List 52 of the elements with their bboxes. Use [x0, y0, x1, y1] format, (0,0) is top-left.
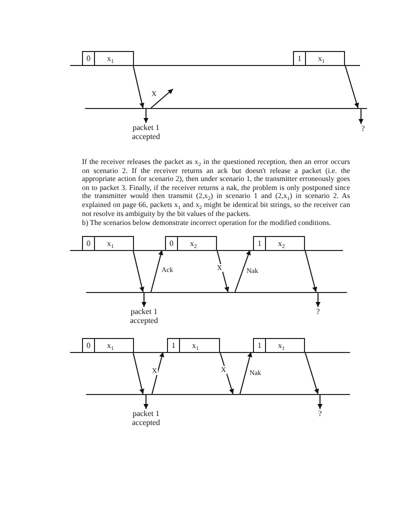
arrow	[304, 352, 319, 394]
arrow	[150, 88, 174, 108]
arrow	[132, 64, 144, 108]
outcome-note: ?	[347, 124, 379, 133]
arrow	[234, 250, 251, 292]
packet-frame	[253, 236, 305, 250]
time-line	[85, 108, 367, 109]
arrow	[358, 108, 364, 124]
arrow	[132, 352, 144, 394]
arrow	[216, 250, 230, 292]
packet-name: x$_{1}$	[317, 53, 326, 65]
packet-frame	[165, 236, 217, 250]
arrow	[132, 250, 144, 292]
sequence-number: 0	[83, 52, 95, 65]
outcome-note: packet 1 accepted	[130, 409, 162, 427]
outcome-note: packet 1 accepted	[130, 123, 162, 141]
packet-name: x$_{1}$	[106, 238, 115, 250]
arrow	[144, 108, 148, 124]
arrow	[152, 352, 164, 394]
packet-frame	[82, 338, 134, 352]
sequence-number: 1	[168, 339, 180, 352]
packet-frame	[293, 51, 345, 65]
arrow	[220, 352, 234, 394]
packet-name: x$_{1}$	[106, 53, 115, 65]
arrow	[150, 250, 164, 292]
sequence-number: 0	[83, 237, 95, 250]
packet-name: x$_{1}$	[191, 340, 200, 352]
packet-frame	[82, 236, 134, 250]
outcome-note: ?	[304, 409, 336, 418]
packet-frame	[82, 51, 134, 65]
time-line	[86, 292, 347, 293]
arrow	[240, 352, 252, 394]
packet-frame	[253, 338, 305, 352]
outcome-note: ?	[302, 307, 334, 316]
arrow	[344, 64, 359, 108]
packet-name: x$_{2}$	[277, 238, 286, 250]
arrow	[316, 292, 320, 308]
packet-name: x$_{2}$	[189, 238, 198, 250]
sequence-number: 1	[254, 339, 266, 352]
arrow	[142, 292, 146, 308]
outcome-note: packet 1 accepted	[128, 307, 160, 325]
arrow	[318, 394, 322, 410]
packet-frame	[167, 338, 220, 352]
time-line	[86, 394, 350, 395]
arrow	[144, 394, 148, 410]
packet-name: x$_{1}$	[277, 340, 286, 352]
sequence-number: 1	[294, 52, 306, 65]
packet-name: x$_{1}$	[106, 340, 115, 352]
sequence-number: 0	[83, 339, 95, 352]
sequence-number: 1	[254, 237, 266, 250]
arrow	[304, 250, 318, 292]
sequence-number: 0	[166, 237, 178, 250]
